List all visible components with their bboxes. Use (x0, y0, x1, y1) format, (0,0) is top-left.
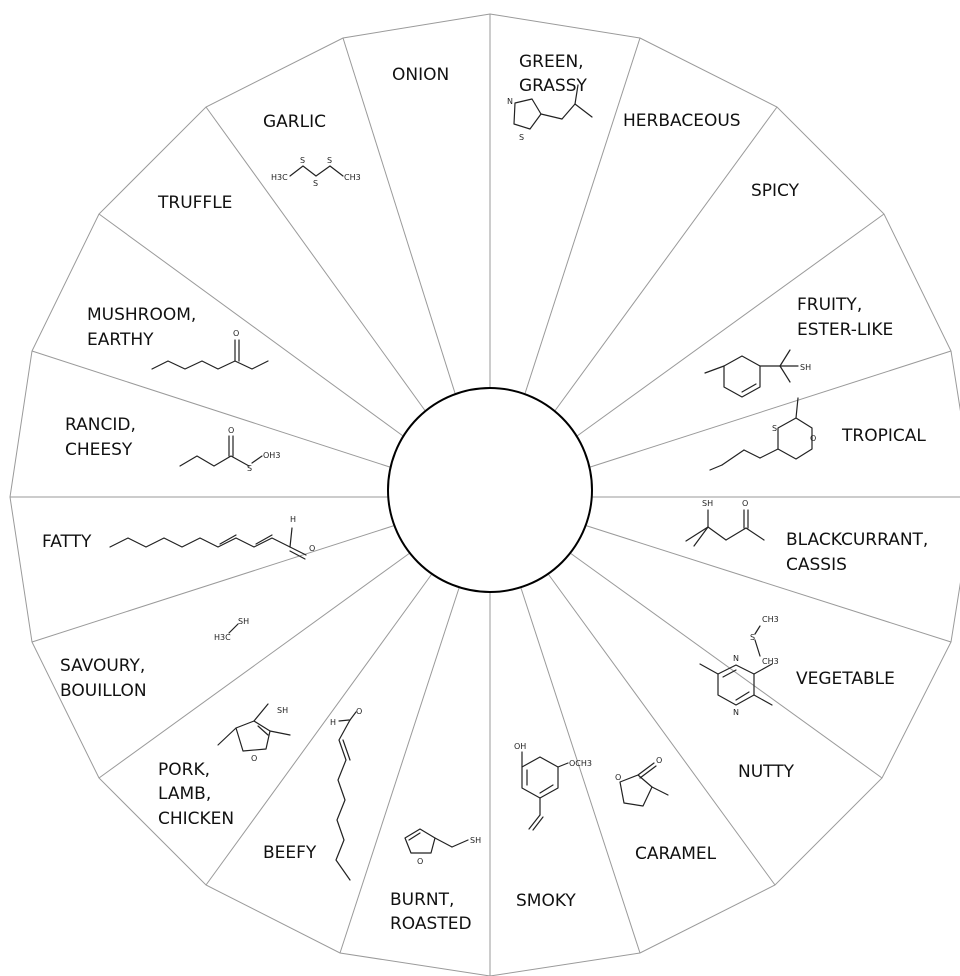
divider-line (205, 570, 435, 886)
divider-line (98, 213, 415, 445)
molecule-methylfuranthiol: SH O (217, 703, 291, 763)
atom-oh: OH (514, 742, 526, 751)
segment-labels: ONION GREEN,GRASSY HERBACEOUS SPICY FRUI… (42, 52, 928, 934)
molecule-dimethyl-sulfide: CH3 S CH3 (750, 615, 779, 666)
molecule-methyl-furanone: O O (615, 756, 669, 807)
atom-o: O (356, 707, 362, 716)
atom-o: O (309, 544, 315, 553)
divider-line (519, 37, 641, 410)
label-mushroom: MUSHROOM,EARTHY (87, 305, 196, 350)
atom-s: S (313, 179, 318, 188)
label-beefy: BEEFY (263, 843, 317, 863)
molecule-furfurylthiol: O SH (404, 828, 481, 866)
center-hub (387, 387, 593, 593)
atom-o: O (656, 756, 662, 765)
molecule-oxathiane: S O (709, 397, 816, 471)
divider-line (519, 584, 641, 954)
atom-s: S (519, 133, 524, 142)
label-onion: ONION (392, 65, 449, 85)
atom-h3c: H3C (214, 633, 231, 642)
atom-o: O (417, 857, 423, 866)
atom-s: S (772, 424, 777, 433)
label-caramel: CARAMEL (635, 844, 717, 864)
molecule-p-menthene-thiol: SH (704, 349, 811, 398)
atom-o: O (742, 499, 748, 508)
atom-o: O (233, 329, 239, 338)
divider-line (580, 350, 952, 471)
label-burnt: BURNT,ROASTED (390, 890, 472, 934)
atom-h: H (290, 515, 296, 524)
molecule-isobutylthiazole: N S (507, 84, 593, 142)
label-blackcurrant: BLACKCURRANT,CASSIS (786, 530, 928, 575)
atom-sh: SH (470, 836, 481, 845)
divider-line (580, 523, 952, 643)
label-green-grassy: GREEN,GRASSY (519, 52, 588, 96)
divider-line (98, 549, 415, 779)
label-tropical: TROPICAL (841, 426, 926, 446)
divider-line (339, 584, 461, 954)
label-fatty: FATTY (42, 532, 92, 552)
atom-h: H (330, 718, 336, 727)
label-rancid: RANCID,CHEESY (65, 415, 136, 460)
label-fruity: FRUITY,ESTER-LIKE (797, 295, 893, 340)
label-smoky: SMOKY (516, 891, 576, 911)
atom-sh: SH (800, 363, 811, 372)
divider-line (565, 549, 883, 779)
atom-ch3: CH3 (762, 657, 779, 666)
atom-ch3: CH3 (344, 173, 361, 182)
atom-sh: SH (702, 499, 713, 508)
label-pork: PORK,LAMB,CHICKEN (158, 760, 234, 829)
atom-sh: SH (238, 617, 249, 626)
divider-line (31, 523, 400, 643)
atom-n: N (733, 708, 739, 717)
divider-line (545, 106, 778, 424)
atom-sh: SH (277, 706, 288, 715)
molecule-structures: N S H3C S S S CH3 O O S OH3 (109, 84, 816, 881)
molecule-mercapto-methylpentanone: SH O (685, 499, 765, 547)
atom-s: S (247, 464, 252, 473)
atom-s: S (300, 156, 305, 165)
molecule-dimethyl-trisulfide: H3C S S S CH3 (271, 156, 361, 188)
molecule-methanethiol: H3C SH (214, 617, 249, 642)
molecule-trimethylpyrazine: N N (699, 654, 773, 717)
label-spicy: SPICY (751, 181, 800, 201)
atom-o: O (810, 434, 816, 443)
label-nutty: NUTTY (738, 762, 795, 782)
divider-line (205, 106, 435, 424)
molecule-methyl-thiobutanoate: O S OH3 (179, 426, 280, 473)
label-herbaceous: HERBACEOUS (623, 111, 741, 131)
atom-s: S (750, 633, 755, 642)
atom-n: N (507, 97, 513, 106)
atom-n: N (733, 654, 739, 663)
atom-o: O (251, 754, 257, 763)
divider-line (545, 570, 776, 886)
divider-line (565, 213, 885, 445)
atom-o: O (228, 426, 234, 435)
segment-dividers (10, 14, 960, 976)
divider-line (31, 350, 400, 471)
atom-ch3: CH3 (762, 615, 779, 624)
atom-o: O (615, 773, 621, 782)
atom-och3: OCH3 (569, 759, 592, 768)
molecule-octenone: O (151, 329, 269, 370)
molecule-decadienal: H O (109, 515, 315, 560)
divider-line (342, 37, 461, 410)
label-garlic: GARLIC (263, 112, 326, 132)
molecule-decenal: H O (330, 707, 362, 881)
atom-h3c: H3C (271, 173, 288, 182)
label-savoury: SAVOURY,BOUILLON (60, 656, 147, 701)
molecule-vinylguaiacol: OH OCH3 (514, 742, 592, 831)
atom-oh3: OH3 (263, 451, 280, 460)
label-truffle: TRUFFLE (157, 193, 232, 213)
label-vegetable: VEGETABLE (796, 669, 895, 689)
atom-s: S (327, 156, 332, 165)
